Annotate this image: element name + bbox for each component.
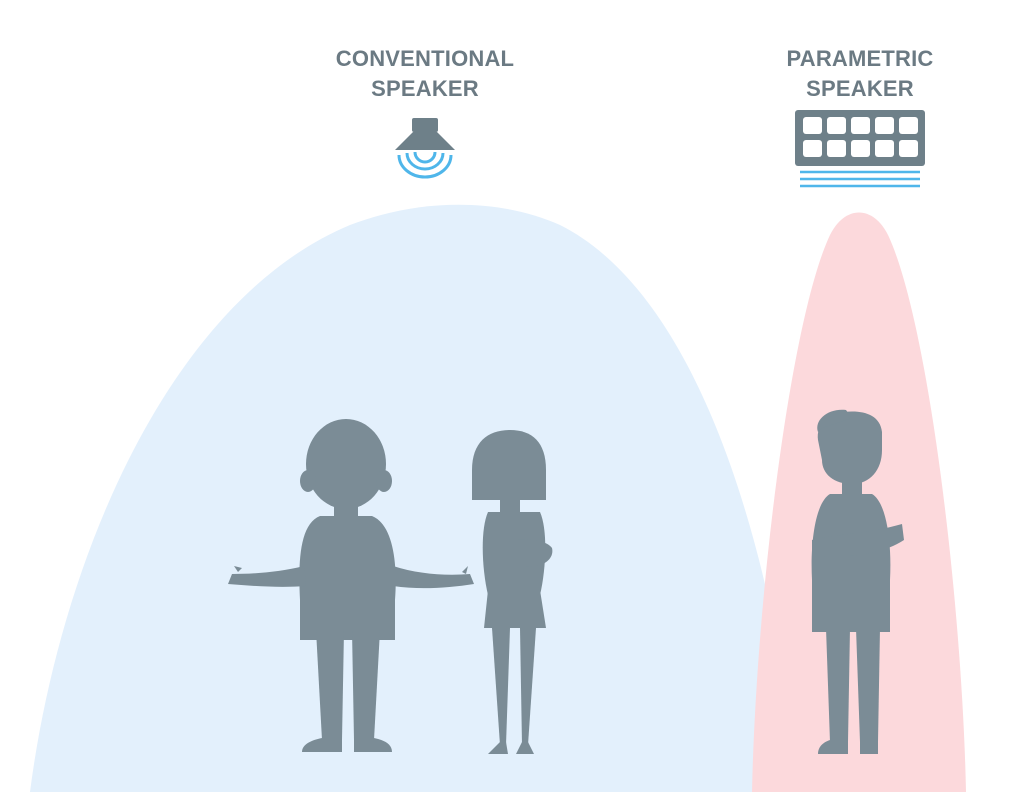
ceiling-speaker-icon [395,118,455,179]
conventional-label-line1: CONVENTIONAL [335,46,515,71]
conventional-sound-field [30,204,800,792]
person-man-arms-out [228,419,474,752]
person-man-arms-crossed [811,409,904,754]
person-woman [472,430,553,754]
conventional-label-line2: SPEAKER [371,76,479,101]
parametric-speaker-label: PARAMETRIC SPEAKER [740,44,980,104]
parametric-label-line1: PARAMETRIC [786,46,934,71]
conventional-speaker-label: CONVENTIONAL SPEAKER [300,44,550,104]
parametric-label-line2: SPEAKER [806,76,914,101]
panel-speaker-icon [795,110,925,188]
